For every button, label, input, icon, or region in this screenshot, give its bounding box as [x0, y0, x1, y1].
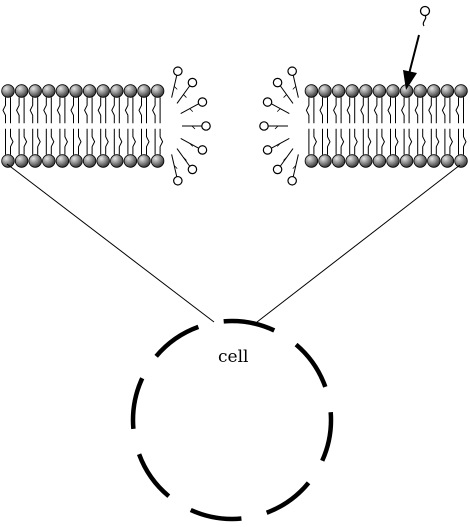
connector-line-right [256, 164, 461, 323]
lipid-headgroup-icon [318, 84, 332, 98]
left-bilayer-segment [1, 84, 165, 168]
lipid-headgroup-icon [96, 154, 110, 168]
lipid-headgroup-icon [14, 154, 29, 168]
lipid-headgroup-icon [150, 154, 165, 168]
lipid-headgroup-icon [413, 154, 427, 168]
lipid-headgroup-icon [386, 154, 400, 168]
lipid-headgroup-icon [399, 154, 414, 168]
right-pore-rim [259, 66, 299, 186]
lipid-headgroup-icon [440, 84, 455, 98]
pore-lipid-icon [262, 145, 273, 155]
pore-lipid-icon [262, 97, 273, 107]
lipid-headgroup-icon [372, 84, 387, 98]
lipid-headgroup-icon [55, 84, 70, 98]
pore-lipid-icon [187, 164, 198, 175]
lipid-headgroup-icon [69, 84, 83, 98]
lipid-headgroup-icon [69, 154, 83, 168]
cell-label: cell [218, 347, 248, 367]
lipid-headgroup-icon [110, 84, 124, 98]
lipid-headgroup-icon [359, 84, 373, 98]
pore-lipid-icon [173, 66, 183, 77]
lipid-headgroup-icon [1, 154, 15, 168]
lipid-headgroup-icon [427, 84, 441, 98]
lipid-headgroup-icon [345, 84, 359, 98]
lipid-headgroup-icon [359, 154, 373, 168]
cell-outline [130, 318, 334, 522]
lipid-headgroup-icon [110, 154, 124, 168]
lipid-headgroup-icon [82, 154, 97, 168]
lipid-headgroup-icon [304, 84, 319, 98]
free-lipid-icon [419, 5, 431, 27]
pore-lipid-icon [187, 77, 198, 88]
lipid-headgroup-icon [413, 84, 427, 98]
lipid-headgroup-icon [331, 84, 346, 98]
insertion-arrow-icon [403, 34, 420, 90]
left-pore-rim [171, 66, 211, 186]
pore-lipid-icon [272, 164, 283, 175]
lipid-headgroup-icon [55, 154, 70, 168]
lipid-headgroup-icon [304, 154, 319, 168]
pore-lipid-icon [201, 121, 211, 131]
lipid-headgroup-icon [372, 154, 387, 168]
lipid-headgroup-icon [427, 154, 441, 168]
lipid-headgroup-icon [123, 154, 138, 168]
lipid-headgroup-icon [123, 84, 138, 98]
pore-lipid-icon [173, 175, 183, 186]
lipid-headgroup-icon [42, 154, 56, 168]
pore-lipid-icon [272, 77, 283, 88]
lipid-headgroup-icon [82, 84, 97, 98]
lipid-headgroup-icon [150, 84, 165, 98]
pore-lipid-icon [287, 66, 297, 77]
lipid-headgroup-icon [28, 154, 42, 168]
pore-lipid-icon [197, 145, 208, 155]
pore-lipid-icon [259, 121, 269, 131]
lipid-headgroup-icon [14, 84, 29, 98]
lipid-headgroup-icon [454, 84, 468, 98]
lipid-headgroup-icon [137, 84, 151, 98]
lipid-headgroup-icon [318, 154, 332, 168]
lipid-headgroup-icon [96, 84, 110, 98]
lipid-headgroup-icon [137, 154, 151, 168]
pore-lipid-icon [197, 97, 208, 107]
lipid-headgroup-icon [345, 154, 359, 168]
lipid-headgroup-icon [331, 154, 346, 168]
connector-line-left [6, 163, 215, 323]
lipid-headgroup-icon [440, 154, 455, 168]
lipid-headgroup-icon [1, 84, 15, 98]
lipid-headgroup-icon [386, 84, 400, 98]
pore-lipid-icon [287, 175, 297, 186]
lipid-headgroup-icon [42, 84, 56, 98]
lipid-headgroup-icon [28, 84, 42, 98]
lipid-headgroup-icon [454, 154, 468, 168]
right-bilayer-segment [304, 84, 468, 168]
